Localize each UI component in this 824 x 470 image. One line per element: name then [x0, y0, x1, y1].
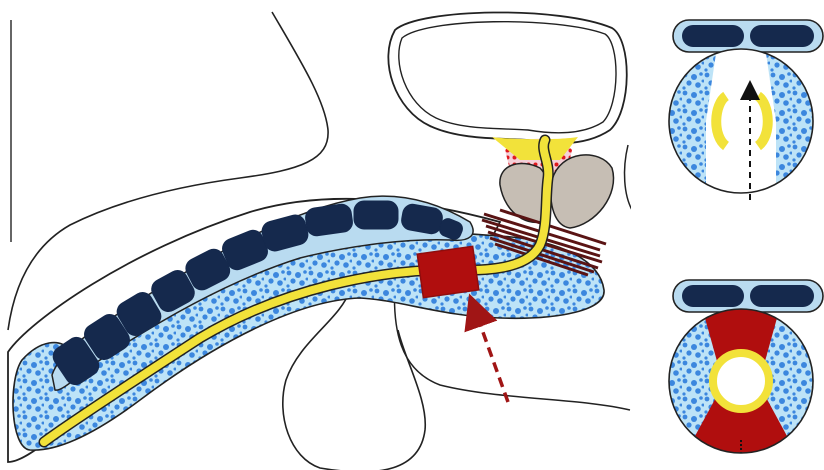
thigh-contour	[625, 145, 632, 210]
cavernosum-left-bottom	[682, 285, 744, 307]
cross-section-bottom	[669, 280, 823, 460]
cavernosum-right-top	[750, 25, 814, 47]
cavernosum-left-top	[682, 25, 744, 47]
scrotum-outline	[283, 290, 425, 470]
urethra-ring	[713, 353, 769, 409]
bladder-outline	[388, 12, 626, 143]
prostate-lobe-right	[551, 155, 614, 228]
cavernosum-right-bottom	[750, 285, 814, 307]
red-dashed-arrow	[475, 310, 508, 402]
main-sagittal-section	[8, 0, 632, 470]
graft-patch	[417, 246, 479, 297]
cavernosum-segment	[354, 201, 398, 229]
cross-section-top	[669, 20, 823, 200]
